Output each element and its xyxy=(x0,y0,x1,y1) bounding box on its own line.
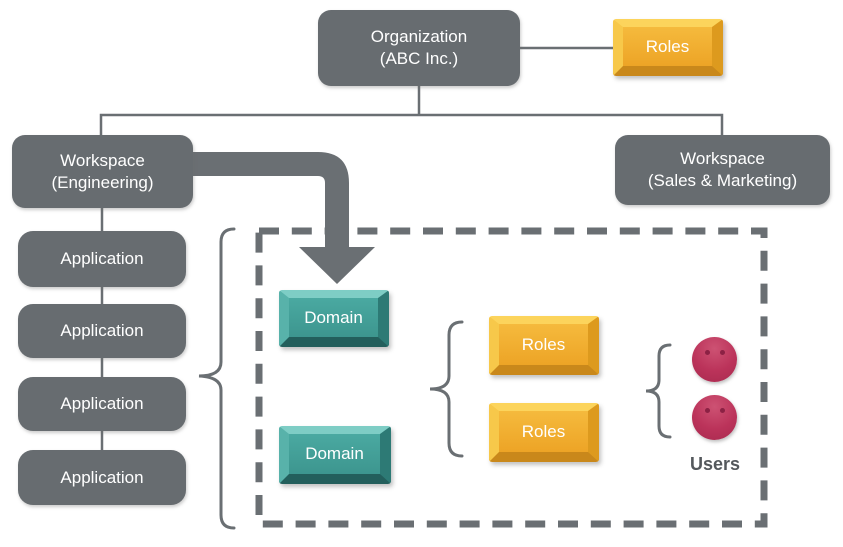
workspace-sales-subname: (Sales & Marketing) xyxy=(647,171,798,190)
user-eye-icon xyxy=(720,350,725,355)
organization-node: Organization (ABC Inc.) xyxy=(318,10,520,86)
user-icon xyxy=(692,395,737,440)
domains-to-roles-brace xyxy=(429,320,464,458)
application-node-4: Application xyxy=(18,450,186,505)
application-label: Application xyxy=(60,249,144,269)
thick-elbow-arrow-icon xyxy=(193,152,375,284)
users-label: Users xyxy=(689,454,741,474)
domain-label: Domain xyxy=(305,444,364,463)
workspace-sales-name: Workspace xyxy=(680,149,765,169)
domain-roles-node-1: Roles xyxy=(489,316,599,375)
organization-roles-node: Roles xyxy=(613,19,723,76)
application-node-1: Application xyxy=(18,231,186,287)
domain-roles-label: Roles xyxy=(521,421,566,441)
applications-scope-brace xyxy=(198,227,236,530)
domain-roles-label: Roles xyxy=(521,334,566,354)
application-label: Application xyxy=(60,321,144,341)
roles-to-users-brace xyxy=(645,343,672,439)
user-eye-icon xyxy=(705,408,710,413)
user-icon xyxy=(692,337,737,382)
application-label: Application xyxy=(60,394,144,414)
domain-node-1: Domain xyxy=(279,290,389,347)
organization-name: Organization xyxy=(370,27,468,47)
user-eye-icon xyxy=(705,350,710,355)
workspace-sales-marketing-node: Workspace (Sales & Marketing) xyxy=(615,135,830,205)
workspace-engineering-node: Workspace (Engineering) xyxy=(12,135,193,208)
domain-roles-node-2: Roles xyxy=(489,403,599,462)
connector-org-to-workspaces xyxy=(99,113,724,135)
application-node-3: Application xyxy=(18,377,186,431)
organization-subname: (ABC Inc.) xyxy=(379,49,459,68)
workspace-engineering-subname: (Engineering) xyxy=(51,172,154,192)
domain-node-2: Domain xyxy=(279,426,391,484)
user-eye-icon xyxy=(720,408,725,413)
workspace-engineering-name: Workspace xyxy=(60,150,145,170)
application-node-2: Application xyxy=(18,304,186,358)
organization-roles-label: Roles xyxy=(645,36,690,56)
dashed-scope-border xyxy=(255,227,768,528)
application-label: Application xyxy=(60,467,144,487)
domain-label: Domain xyxy=(304,307,363,327)
